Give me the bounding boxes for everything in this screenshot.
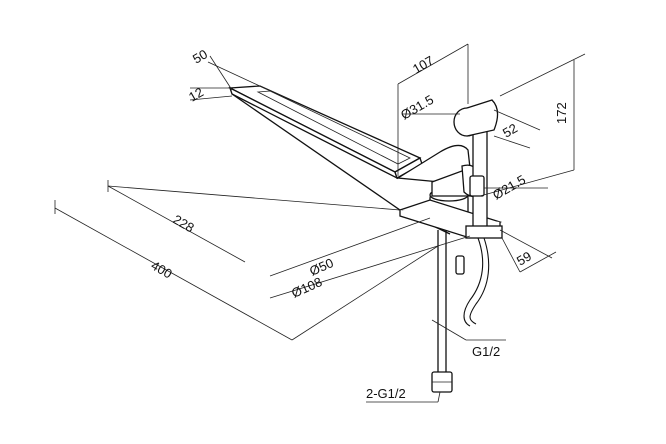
hand-shower [453, 99, 503, 239]
dim-base-diameter: Ø50 [307, 255, 336, 279]
dim-holder-diameter: Ø21.5 [490, 172, 528, 203]
dim-hand-shower-head: 52 [500, 120, 520, 140]
spout [227, 85, 451, 235]
dim-spout-thickness: 12 [186, 84, 206, 104]
dim-hand-shower-offset: 107 [410, 53, 436, 77]
dim-holder-depth: 59 [514, 248, 534, 268]
dim-hand-shower-diameter: Ø31.5 [398, 92, 436, 123]
dimension-lines [54, 43, 586, 403]
dim-spout-width: 50 [190, 46, 210, 66]
dimension-labels: 50 12 228 400 Ø50 Ø108 107 Ø31.5 52 172 … [149, 46, 570, 401]
hand-shower-holder [469, 175, 485, 197]
dim-plate-diameter: Ø108 [289, 274, 324, 301]
dim-spout-inner-length: 228 [171, 212, 197, 236]
supply-pipes [431, 230, 490, 393]
dim-spout-total-length: 400 [149, 258, 175, 282]
dim-total-height: 172 [554, 102, 569, 124]
dim-supply-threads: 2-G1/2 [366, 386, 406, 401]
dim-hose-thread: G1/2 [472, 344, 500, 359]
